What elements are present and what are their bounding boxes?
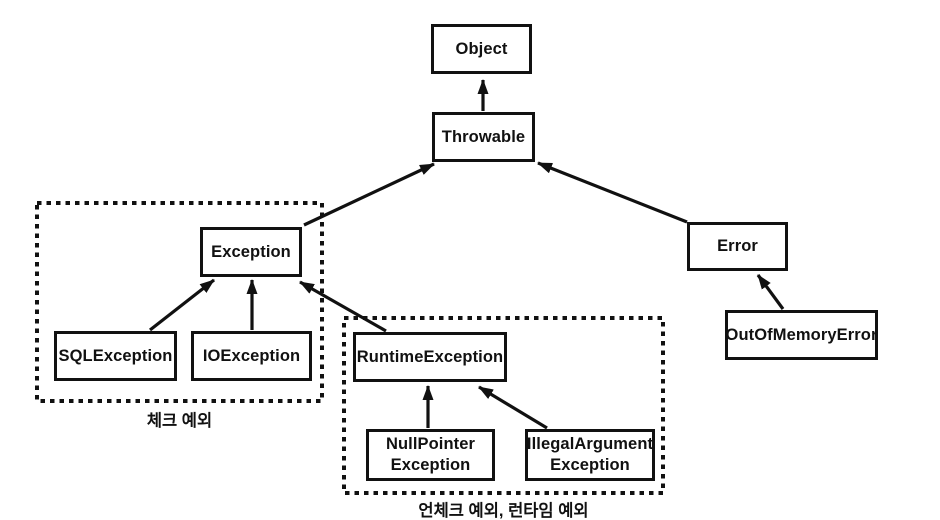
edge-illegalargument-to-runtimeexception	[478, 385, 548, 430]
node-throwable-label: Throwable	[441, 127, 526, 146]
node-object-label: Object	[455, 39, 508, 58]
node-nullpointerexception-label: NullPointer Exception	[385, 435, 476, 474]
node-ioexception: IOException	[191, 331, 312, 381]
edge-exception-to-throwable	[303, 162, 435, 227]
node-throwable: Throwable	[432, 112, 535, 162]
node-runtimeexception: RuntimeException	[353, 332, 507, 382]
node-sqlexception-label: SQLException	[58, 346, 173, 365]
node-error-label: Error	[717, 237, 758, 256]
node-nullpointerexception: NullPointer Exception	[366, 429, 495, 481]
edge-sqlexception-to-exception	[149, 278, 215, 332]
edge-runtimeexception-to-exception	[299, 280, 387, 333]
checked-group-border	[35, 201, 324, 403]
checked-group-label: 체크 예외	[146, 412, 213, 430]
edge-error-to-throwable	[537, 161, 688, 224]
node-illegalargumentexception: IllegalArgument Exception	[525, 429, 655, 481]
node-outofmemoryerror: OutOfMemoryError	[725, 310, 878, 360]
edge-outofmemoryerror-to-error	[756, 274, 785, 310]
unchecked-group-label: 언체크 예외, 런타임 예외	[418, 502, 589, 520]
node-exception-label: Exception	[211, 242, 291, 261]
node-outofmemoryerror-label: OutOfMemoryError	[725, 325, 878, 344]
node-error: Error	[687, 222, 788, 271]
node-object: Object	[431, 24, 532, 74]
node-illegalargumentexception-label: IllegalArgument Exception	[526, 435, 654, 474]
node-exception: Exception	[200, 227, 302, 277]
node-runtimeexception-label: RuntimeException	[356, 347, 504, 366]
node-sqlexception: SQLException	[54, 331, 177, 381]
node-ioexception-label: IOException	[202, 346, 301, 365]
